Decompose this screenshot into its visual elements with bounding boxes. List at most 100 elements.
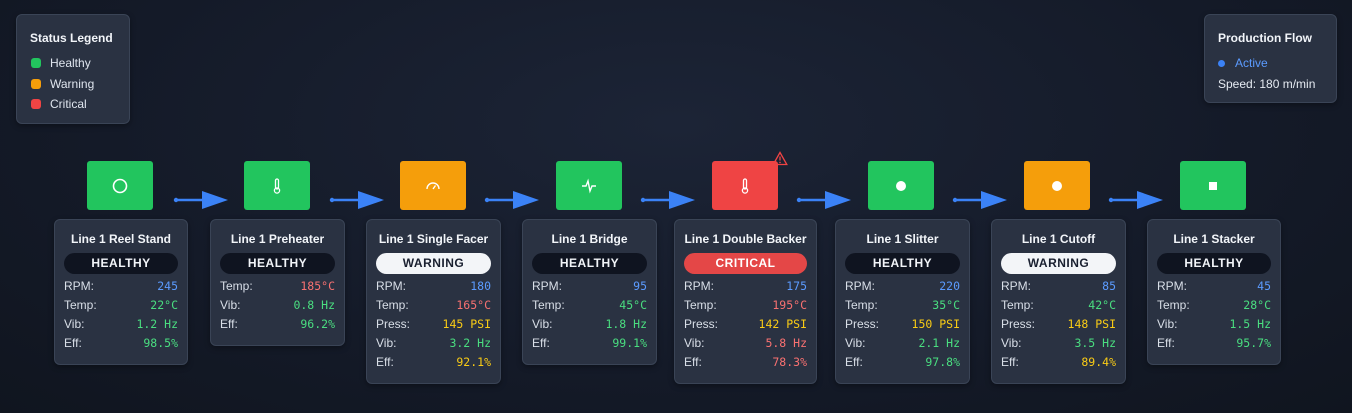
- metric-row: RPM:245: [64, 279, 178, 297]
- metric-value: 3.5 Hz: [1074, 336, 1116, 350]
- station-name: Line 1 Single Facer: [378, 232, 489, 246]
- flow-speed: Speed: 180 m/min: [1218, 77, 1316, 91]
- metric-value: 0.8 Hz: [293, 298, 335, 312]
- metric-value: 165°C: [456, 298, 491, 312]
- metric-value: 99.1%: [612, 336, 647, 350]
- metric-label: Eff:: [532, 336, 550, 350]
- station-icon-bridge[interactable]: [556, 161, 622, 210]
- station-icon-single-facer[interactable]: [400, 161, 466, 210]
- metric-row: Press:142 PSI: [684, 317, 807, 335]
- active-dot-icon: [1218, 59, 1225, 67]
- metric-row: Temp:185°C: [220, 279, 335, 297]
- station-icon-double-backer[interactable]: [712, 161, 778, 210]
- metric-row: Temp:28°C: [1157, 298, 1271, 316]
- station-icon-slitter[interactable]: [868, 161, 934, 210]
- metric-value: 89.4%: [1081, 355, 1116, 369]
- metric-label: Eff:: [220, 317, 238, 331]
- healthy-swatch: [31, 58, 41, 68]
- metric-label: Eff:: [376, 355, 394, 369]
- metric-row: Eff: 92.1%: [376, 355, 491, 373]
- metric-label: Eff:: [845, 355, 863, 369]
- metric-row: Eff: 99.1%: [532, 336, 647, 354]
- station-name: Line 1 Cutoff: [1021, 232, 1096, 246]
- metric-label: Vib:: [64, 317, 85, 331]
- metric-value: 98.5%: [143, 336, 178, 350]
- metric-value: 92.1%: [456, 355, 491, 369]
- metric-value: 1.2 Hz: [136, 317, 178, 331]
- metric-row: Vib: 3.2 Hz: [376, 336, 491, 354]
- metric-value: 1.5 Hz: [1229, 317, 1271, 331]
- station-name: Line 1 Reel Stand: [70, 232, 172, 246]
- metric-label: Eff:: [64, 336, 82, 350]
- metric-row: Vib:1.8 Hz: [532, 317, 647, 335]
- metric-row: Temp: 35°C: [845, 298, 960, 316]
- metric-label: RPM:: [1001, 279, 1031, 293]
- metric-value: 3.2 Hz: [449, 336, 491, 350]
- metric-label: Vib:: [376, 336, 397, 350]
- metric-value: 95.7%: [1236, 336, 1271, 350]
- metric-row: Temp:195°C: [684, 298, 807, 316]
- metric-label: Press:: [376, 317, 411, 331]
- station-name: Line 1 Bridge: [551, 232, 628, 246]
- metric-row: RPM:180: [376, 279, 491, 297]
- metric-value: 22°C: [150, 298, 178, 312]
- metric-value: 1.8 Hz: [605, 317, 647, 331]
- metric-value: 85: [1102, 279, 1116, 293]
- production-flow-panel: Production Flow Active Speed: 180 m/min: [1204, 14, 1337, 103]
- metric-row: Temp:45°C: [532, 298, 647, 316]
- alert-triangle-icon: [772, 151, 788, 166]
- metric-row: Eff: 96.2%: [220, 317, 335, 335]
- metric-value: 96.2%: [300, 317, 335, 331]
- metric-value: 35°C: [932, 298, 960, 312]
- metric-row: Eff:78.3%: [684, 355, 807, 373]
- flow-arrow-icon: [1108, 191, 1163, 209]
- status-badge: HEALTHY: [220, 253, 335, 274]
- metric-label: Temp:: [845, 298, 878, 312]
- metric-value: 185°C: [300, 279, 335, 293]
- status-badge: HEALTHY: [1157, 253, 1271, 274]
- metric-label: Vib:: [220, 298, 241, 312]
- metric-label: Temp:: [64, 298, 97, 312]
- metric-value: 245: [157, 279, 178, 293]
- station-icon-reel-stand[interactable]: [87, 161, 153, 210]
- station-icon-preheater[interactable]: [244, 161, 310, 210]
- status-badge: CRITICAL: [684, 253, 807, 274]
- metric-row: Eff:89.4%: [1001, 355, 1116, 373]
- metric-row: Eff:97.8%: [845, 355, 960, 373]
- station-icon-stacker[interactable]: [1180, 161, 1246, 210]
- flow-arrow-icon: [640, 191, 695, 209]
- flow-arrow-icon: [484, 191, 539, 209]
- status-legend: Status Legend Healthy Warning Critical: [16, 14, 130, 124]
- metric-row: RPM:95: [532, 279, 647, 297]
- legend-label: Healthy: [50, 56, 91, 70]
- metric-label: Vib:: [1001, 336, 1022, 350]
- status-badge: HEALTHY: [64, 253, 178, 274]
- legend-label: Warning: [50, 77, 95, 91]
- legend-item-healthy: Healthy: [31, 56, 91, 70]
- status-badge: HEALTHY: [532, 253, 647, 274]
- metric-row: RPM: 85: [1001, 279, 1116, 297]
- metric-row: RPM:45: [1157, 279, 1271, 297]
- metric-row: RPM:220: [845, 279, 960, 297]
- station-icon-cutoff[interactable]: [1024, 161, 1090, 210]
- metric-label: Eff:: [684, 355, 702, 369]
- metric-row: Vib:5.8 Hz: [684, 336, 807, 354]
- metric-row: Vib: 3.5 Hz: [1001, 336, 1116, 354]
- warning-swatch: [31, 79, 41, 89]
- metric-value: 45: [1257, 279, 1271, 293]
- legend-item-warning: Warning: [31, 77, 94, 91]
- status-legend-title: Status Legend: [30, 31, 113, 45]
- metric-row: Vib:1.5 Hz: [1157, 317, 1271, 335]
- metric-row: Vib: 0.8 Hz: [220, 298, 335, 316]
- legend-item-critical: Critical: [31, 97, 87, 111]
- metric-value: 180: [470, 279, 491, 293]
- flow-status-label: Active: [1235, 56, 1268, 70]
